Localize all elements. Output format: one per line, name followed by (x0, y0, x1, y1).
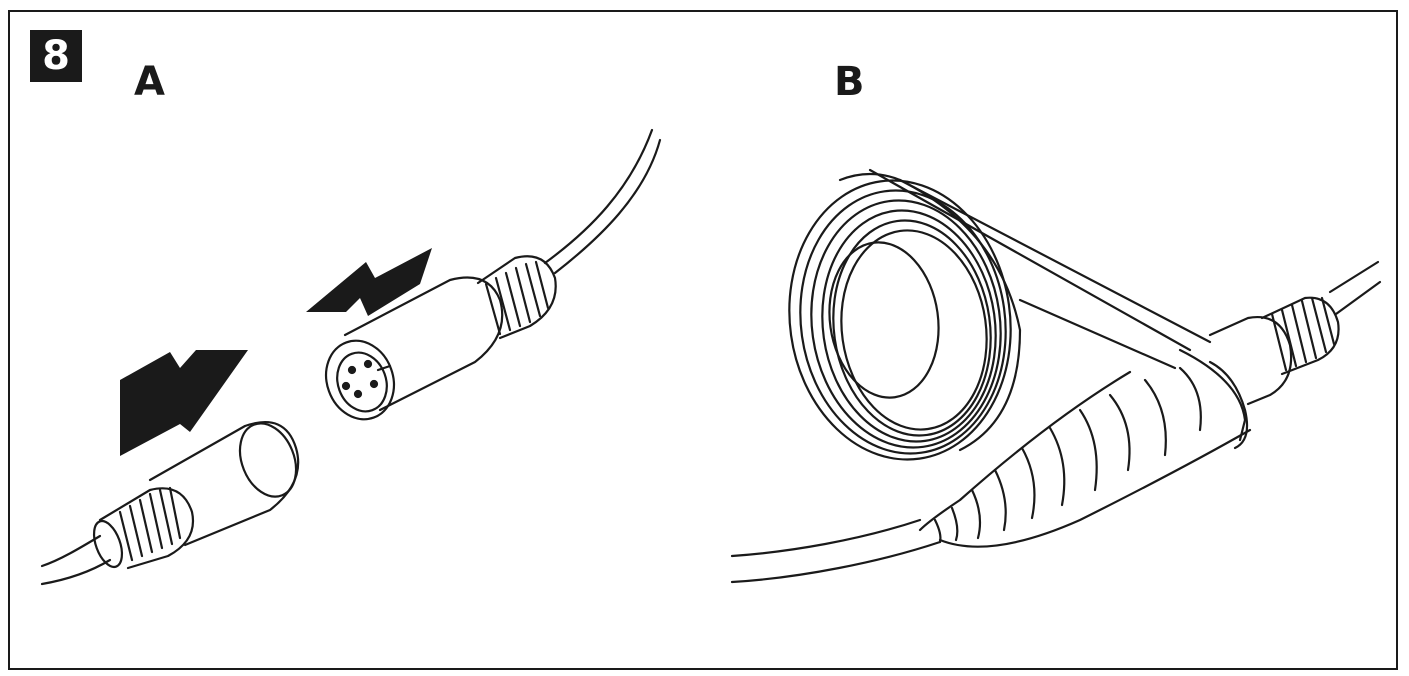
male-plug-cable (543, 128, 662, 275)
left-cable (730, 518, 942, 584)
female-socket-cable (40, 534, 112, 586)
figure-frame (8, 10, 1398, 670)
male-plug-strain-relief (476, 255, 557, 340)
male-plug-body (325, 276, 504, 421)
tape-roll (788, 172, 1022, 461)
panel-label-a: A (134, 59, 165, 105)
wrapped-connector (918, 360, 1252, 548)
panel-label-b: B (834, 59, 865, 105)
right-connector (1208, 260, 1382, 406)
panel-b-illustration (730, 168, 1382, 584)
arrow-left-icon (306, 206, 432, 316)
step-number-badge: 8 (30, 30, 82, 82)
tape-strip (868, 168, 1247, 442)
female-socket-strain-relief (92, 486, 195, 570)
female-socket-body (148, 421, 300, 547)
panel-a-illustration (40, 128, 662, 586)
arrow-right-icon (120, 350, 248, 456)
